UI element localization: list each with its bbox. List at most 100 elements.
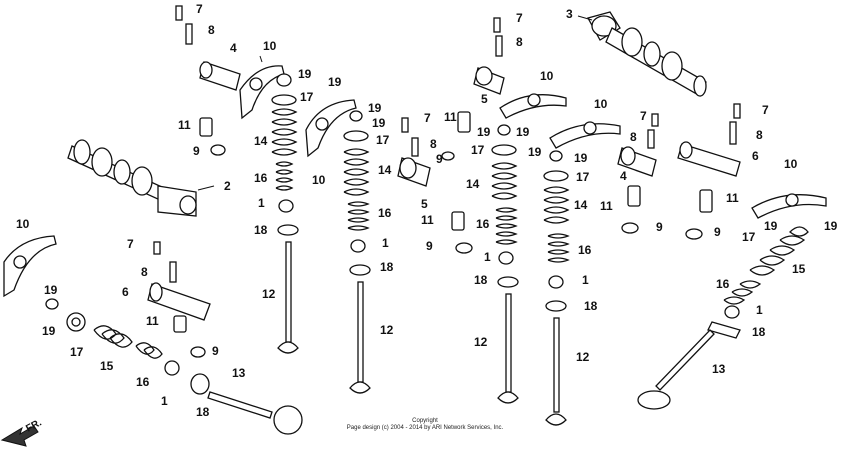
callout-19-47: 19 (528, 145, 542, 159)
callout-16-19: 16 (378, 206, 392, 220)
callout-7-30: 7 (516, 11, 523, 25)
callout-15-67: 15 (792, 262, 806, 276)
callout-10-72: 10 (16, 217, 30, 231)
callout-1-20: 1 (382, 236, 389, 250)
callout-16-52: 16 (578, 243, 592, 257)
callout-18-41: 18 (474, 273, 488, 287)
callout-11-62: 11 (726, 191, 739, 205)
callout-8-31: 8 (516, 35, 523, 49)
callout-13-71: 13 (712, 362, 726, 376)
callout-2-23: 2 (224, 179, 231, 193)
callout-11-28: 11 (421, 213, 434, 227)
lifters-and-clips (173, 111, 713, 358)
callout-14-18: 14 (378, 163, 392, 177)
rocker-arm-4 (549, 121, 621, 149)
callout-14-9: 14 (254, 134, 268, 148)
rocker-arm-5 (751, 193, 827, 219)
callout-6-75: 6 (122, 285, 129, 299)
callout-10-33: 10 (540, 69, 554, 83)
callout-3-43: 3 (566, 7, 573, 21)
callout-19-16: 19 (372, 116, 386, 130)
callout-12-13: 12 (262, 287, 276, 301)
valve-assembly-a (271, 73, 299, 354)
callout-19-64: 19 (764, 219, 778, 233)
callout-12-22: 12 (380, 323, 394, 337)
rocker-arm-3 (499, 93, 567, 119)
callout-11-82: 11 (146, 314, 159, 328)
rocker-arm-2 (305, 99, 357, 158)
callout-16-39: 16 (476, 217, 490, 231)
callout-1-40: 1 (484, 250, 491, 264)
callout-9-63: 9 (714, 225, 721, 239)
callout-10-61: 10 (784, 157, 798, 171)
callout-19-48: 19 (574, 151, 588, 165)
callout-17-37: 17 (471, 143, 485, 157)
callout-8-74: 8 (141, 265, 148, 279)
callout-13-85: 13 (232, 366, 246, 380)
callout-19-66: 19 (824, 219, 838, 233)
callout-15-79: 15 (100, 359, 114, 373)
callout-17-6: 17 (300, 90, 314, 104)
valve-assembly-c (491, 124, 519, 404)
callout-9-57: 9 (656, 220, 663, 234)
callout-1-11: 1 (258, 196, 265, 210)
callout-19-77: 19 (42, 324, 56, 338)
callout-11-7: 11 (178, 118, 191, 132)
copyright-line-1: Copyright (412, 418, 438, 424)
callout-6-60: 6 (752, 149, 759, 163)
callout-1-53: 1 (582, 273, 589, 287)
callout-8-59: 8 (756, 128, 763, 142)
callout-1-69: 1 (756, 303, 763, 317)
callout-19-15: 19 (368, 101, 382, 115)
callout-9-29: 9 (426, 239, 433, 253)
callout-18-21: 18 (380, 260, 394, 274)
callout-12-42: 12 (474, 335, 488, 349)
callout-10-44: 10 (594, 97, 608, 111)
valve-assembly-right (637, 226, 809, 410)
callout-14-51: 14 (574, 198, 588, 212)
callout-8-1: 8 (208, 23, 215, 37)
callout-19-4: 19 (298, 67, 312, 81)
front-direction-arrow: FR. (0, 417, 44, 447)
callout-9-26: 9 (436, 152, 443, 166)
callout-5-32: 5 (481, 92, 488, 106)
callout-18-84: 18 (196, 405, 210, 419)
callout-7-58: 7 (762, 103, 769, 117)
callout-9-8: 9 (193, 144, 200, 158)
valve-assembly-d (543, 150, 570, 426)
callout-7-45: 7 (640, 109, 647, 123)
callout-7-24: 7 (424, 111, 431, 125)
rocker-shafts (147, 61, 741, 321)
copyright-line-2: Page design (c) 2004 - 2014 by ARI Netwo… (347, 425, 504, 431)
adjusting-screws (153, 5, 741, 283)
front-direction-label: FR. (24, 417, 44, 434)
callout-5-27: 5 (421, 197, 428, 211)
callout-11-56: 11 (600, 199, 613, 213)
callout-7-0: 7 (196, 2, 203, 16)
callout-7-73: 7 (127, 237, 134, 251)
callout-17-17: 17 (376, 133, 390, 147)
callout-12-55: 12 (576, 350, 590, 364)
callout-18-12: 18 (254, 223, 268, 237)
callout-11-34: 11 (444, 110, 457, 124)
camshaft-right (577, 11, 707, 97)
callout-4-50: 4 (620, 169, 627, 183)
callout-18-70: 18 (752, 325, 766, 339)
callout-10-14: 10 (312, 173, 326, 187)
rocker-arm-6 (3, 235, 57, 298)
callout-14-38: 14 (466, 177, 480, 191)
callout-4-2: 4 (230, 41, 237, 55)
callout-17-78: 17 (70, 345, 84, 359)
callout-19-36: 19 (516, 125, 530, 139)
callout-18-54: 18 (584, 299, 598, 313)
callout-16-68: 16 (716, 277, 730, 291)
callout-19-5: 19 (328, 75, 342, 89)
rocker-arm-1 (239, 55, 285, 120)
callout-10-3: 10 (263, 39, 277, 53)
callout-9-83: 9 (212, 344, 219, 358)
valve-assembly-lower-left (45, 298, 303, 435)
callout-19-76: 19 (44, 283, 58, 297)
callout-8-46: 8 (630, 130, 637, 144)
